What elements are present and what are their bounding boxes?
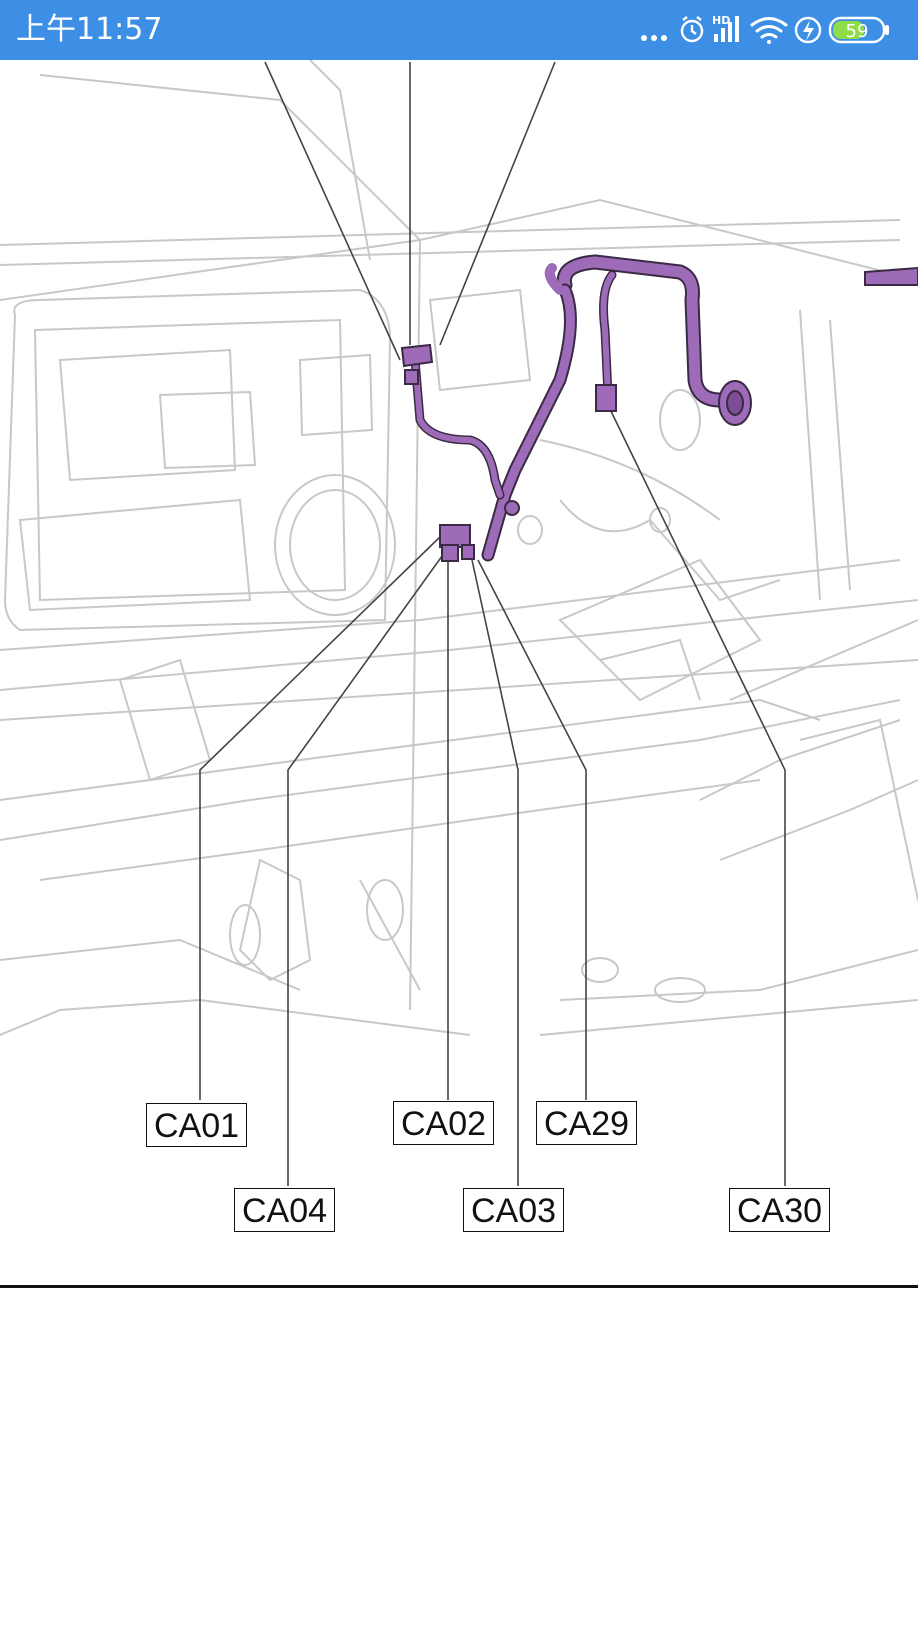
wire-harness	[410, 254, 728, 562]
harness-components	[400, 266, 918, 562]
divider-line	[0, 1285, 918, 1288]
connector-label-ca02: CA02	[393, 1101, 495, 1145]
wifi-icon	[750, 17, 788, 44]
connector-label-ca29: CA29	[536, 1101, 638, 1145]
vehicle-body-lineart	[0, 60, 918, 1036]
connector-label-ca30: CA30	[729, 1188, 831, 1232]
wiring-diagram	[0, 60, 918, 1186]
connector-label-ca04: CA04	[234, 1188, 336, 1232]
signal-icon: HD	[712, 14, 739, 42]
alarm-icon	[680, 16, 704, 43]
status-bar: 上午11:57 HD	[0, 0, 918, 60]
connector-label-ca01: CA01	[146, 1103, 248, 1147]
status-time: 上午11:57	[16, 12, 163, 47]
network-badge: HD	[712, 14, 730, 27]
battery-icon: 59	[828, 16, 889, 44]
battery-level: 59	[846, 21, 869, 42]
leader-lines	[199, 61, 786, 1186]
status-icons: HD 59	[641, 14, 889, 44]
charging-icon	[794, 16, 822, 44]
more-dots-icon	[641, 35, 667, 41]
connector-label-ca03: CA03	[463, 1188, 565, 1232]
